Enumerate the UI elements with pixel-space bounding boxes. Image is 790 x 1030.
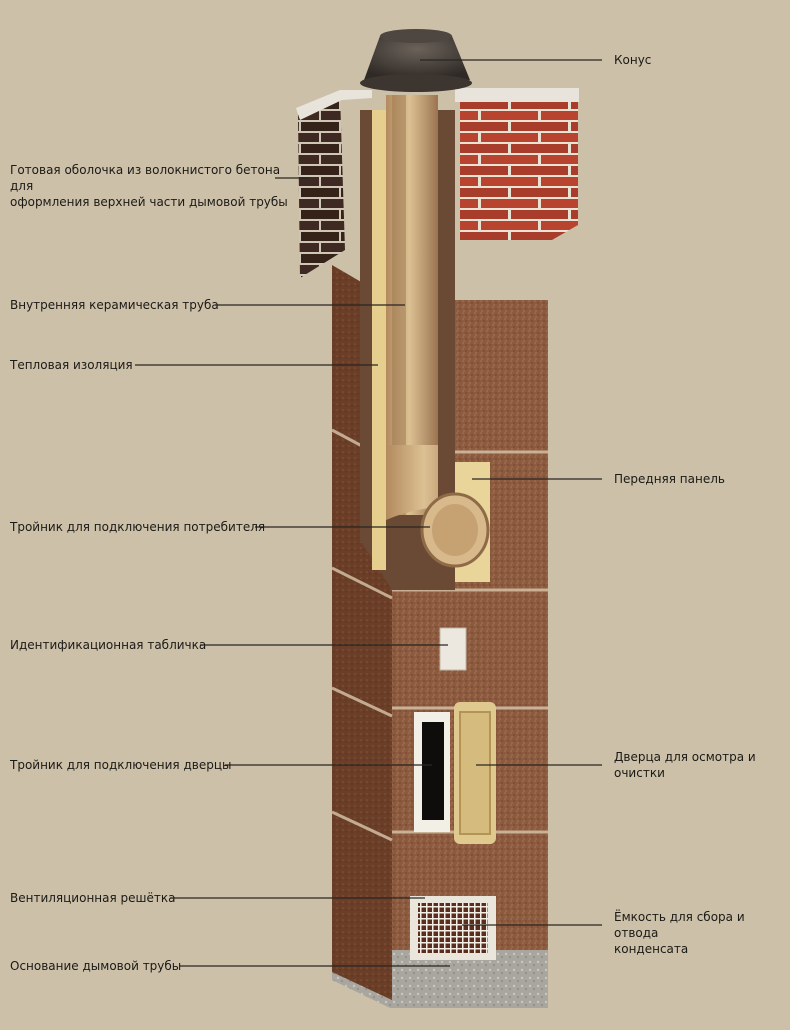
label-vent-grille: Вентиляционная решётка bbox=[10, 891, 176, 905]
shell-cap bbox=[296, 90, 372, 120]
label-shell-line1: Готовая оболочка из волокнистого бетона … bbox=[10, 163, 281, 193]
label-insulation: Тепловая изоляция bbox=[10, 358, 133, 372]
fiber-concrete-shell bbox=[298, 95, 345, 278]
label-inner-pipe: Внутренняя керамическая труба bbox=[10, 298, 219, 312]
label-cone: Конус bbox=[614, 53, 652, 67]
label-door-line2: очистки bbox=[614, 766, 665, 780]
label-tee-door: Тройник для подключения дверцы bbox=[10, 758, 232, 772]
cone-cap bbox=[380, 29, 452, 43]
label-base: Основание дымовой трубы bbox=[10, 959, 182, 973]
leader-lines bbox=[135, 59, 602, 967]
label-condensate-line2: конденсата bbox=[614, 942, 689, 956]
label-door: Дверца для осмотра и очистки bbox=[614, 749, 784, 781]
brick-cladding bbox=[460, 100, 578, 240]
label-condensate-line1: Ёмкость для сбора и отвода bbox=[614, 910, 745, 940]
label-shell-line2: оформления верхней части дымовой трубы bbox=[10, 195, 288, 209]
label-id-plate: Идентификационная табличка bbox=[10, 638, 207, 652]
thermal-insulation bbox=[372, 110, 386, 570]
cone-top bbox=[364, 36, 470, 80]
label-shell: Готовая оболочка из волокнистого бетона … bbox=[10, 162, 300, 210]
cone-rim bbox=[360, 74, 472, 92]
label-door-line1: Дверца для осмотра и bbox=[614, 750, 756, 764]
label-front-panel: Передняя панель bbox=[614, 472, 725, 486]
tee-consumer-outlet-hole bbox=[432, 504, 478, 556]
brick-cap bbox=[455, 88, 579, 102]
inspection-door-panel bbox=[459, 711, 491, 835]
identification-plate bbox=[439, 627, 467, 671]
tee-door-opening bbox=[422, 722, 444, 820]
ventilation-grille bbox=[418, 903, 488, 953]
label-tee-consumer: Тройник для подключения потребителя bbox=[10, 520, 266, 534]
label-condensate: Ёмкость для сбора и отвода конденсата bbox=[614, 909, 788, 957]
